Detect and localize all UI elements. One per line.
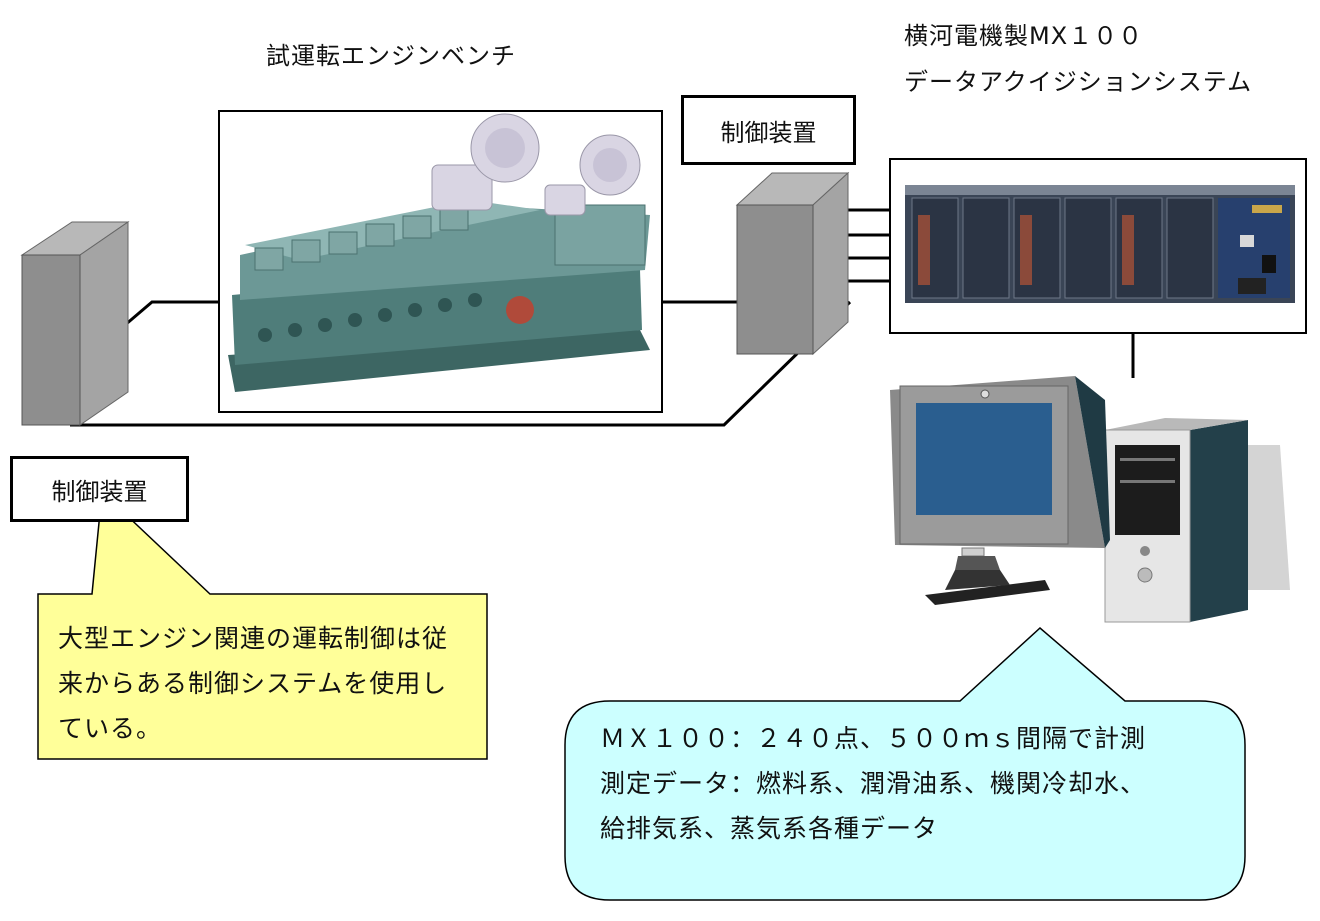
right-control-cabinet <box>735 171 850 356</box>
control-device-left-label: 制御装置 <box>51 477 148 506</box>
callout-left-line-1: 大型エンジン関連の運転制御は従 <box>58 624 449 653</box>
callout-right-line-2: 測定データ：燃料系、潤滑油系、機関冷却水、 <box>600 769 1147 798</box>
mx100-title-line2: データアクイジションシステム <box>904 68 1253 96</box>
callout-right-shape <box>564 626 1246 901</box>
line-left-cabinet-to-engine <box>124 300 220 327</box>
engine-illustration <box>228 113 650 392</box>
control-device-right-box: 制御装置 <box>681 95 856 165</box>
callout-right-line-1: ＭＸ１００：２４０点、５００ｍｓ間隔で計測 <box>600 724 1147 753</box>
callout-left-line-3: ている。 <box>58 714 163 743</box>
control-device-right-label: 制御装置 <box>720 118 817 147</box>
callout-left-shape <box>37 490 488 760</box>
engine-bench-label: 試運転エンジンベンチ <box>266 42 516 70</box>
monitor-screen <box>916 403 1052 515</box>
control-device-left-box: 制御装置 <box>10 456 189 522</box>
mx100-title-line1: 横河電機製MX１００ <box>904 22 1144 50</box>
pc-illustration <box>890 376 1290 623</box>
left-control-cabinet <box>20 221 130 426</box>
mx100-unit-illustration <box>905 185 1295 303</box>
callout-right-line-3: 給排気系、蒸気系各種データ <box>600 814 939 843</box>
callout-left-line-2: 来からある制御システムを使用し <box>58 669 448 698</box>
callout-right-text: ＭＸ１００：２４０点、５００ｍｓ間隔で計測 測定データ：燃料系、潤滑油系、機関冷… <box>600 716 1240 851</box>
callout-left-text: 大型エンジン関連の運転制御は従 来からある制御システムを使用し ている。 <box>58 616 483 751</box>
